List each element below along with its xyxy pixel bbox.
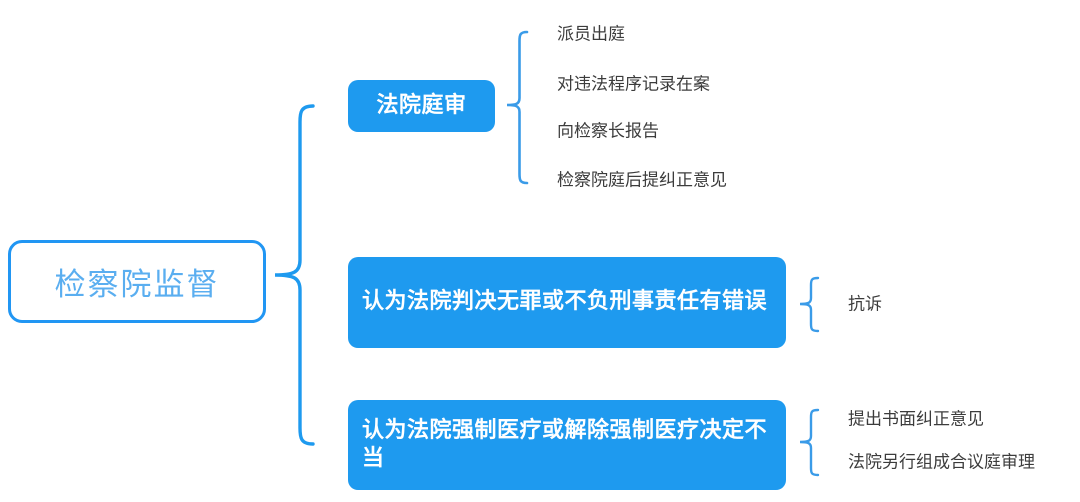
branch-node-acquittal-error[interactable]: 认为法院判决无罪或不负刑事责任有错误: [348, 257, 786, 348]
leaf-court-trial-1: 派员出庭: [557, 24, 625, 45]
main-brace-connector: [268, 100, 315, 450]
leaf-court-trial-2: 对违法程序记录在案: [557, 74, 710, 95]
leaf-compulsory-treatment-2: 法院另行组成合议庭审理: [848, 452, 1035, 473]
root-node[interactable]: 检察院监督: [8, 240, 266, 323]
leaf-compulsory-treatment-1: 提出书面纠正意见: [848, 409, 984, 430]
root-node-label: 检察院监督: [54, 267, 220, 303]
leaf-acquittal-error-1: 抗诉: [848, 294, 882, 315]
branch-brace-acquittal-error: [796, 274, 820, 336]
branch-node-compulsory-treatment-label: 认为法院强制医疗或解除强制医疗决定不当: [362, 417, 768, 471]
branch-brace-court-trial: [503, 28, 529, 190]
leaf-court-trial-3: 向检察长报告: [557, 121, 659, 142]
branch-node-compulsory-treatment[interactable]: 认为法院强制医疗或解除强制医疗决定不当: [348, 400, 786, 490]
leaf-court-trial-4: 检察院庭后提纠正意见: [557, 170, 727, 191]
branch-node-court-trial-label: 法院庭审: [376, 92, 467, 118]
branch-node-acquittal-error-label: 认为法院判决无罪或不负刑事责任有错误: [362, 289, 768, 315]
branch-node-court-trial[interactable]: 法院庭审: [348, 80, 495, 132]
branch-brace-compulsory-treatment: [796, 406, 820, 484]
